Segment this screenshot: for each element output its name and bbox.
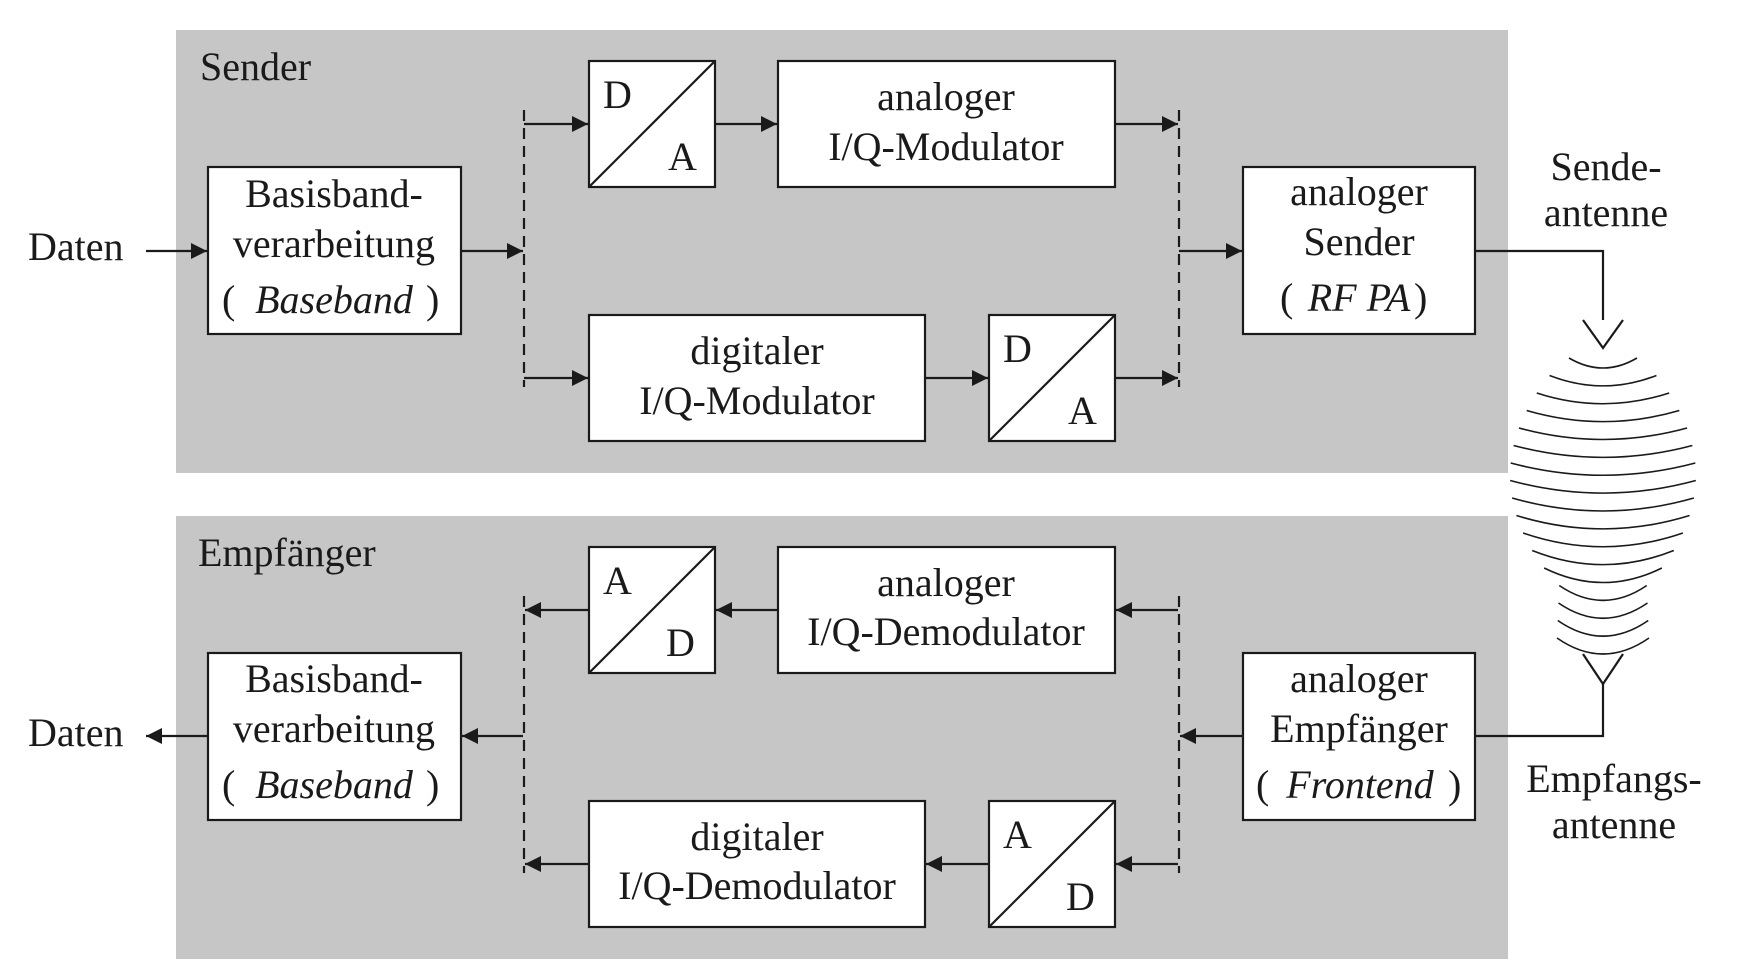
sender-dac-bottom-in: D bbox=[1003, 326, 1032, 371]
sender-wiring bbox=[146, 110, 1624, 387]
sender-rf-block: analoger Sender ( RF PA ) bbox=[1241, 165, 1477, 336]
sender-baseband-line1: Basisband- bbox=[245, 171, 423, 216]
sende-antenne-line2: antenne bbox=[1544, 190, 1668, 235]
receiver-frontend-block: analoger Empfänger ( Frontend ) bbox=[1241, 651, 1477, 822]
sender-analog-mod-line2: I/Q-Modulator bbox=[828, 124, 1064, 169]
sender-baseband-paren-open: ( bbox=[222, 277, 235, 322]
receiver-adc-bottom-out: D bbox=[1066, 874, 1095, 919]
sender-dac-top-in: D bbox=[603, 72, 632, 117]
receiver-digital-demodulator: digitaler I/Q-Demodulator bbox=[587, 799, 927, 929]
receiver-adc-top: A D bbox=[587, 545, 717, 675]
empfangs-antenne-line1: Empfangs- bbox=[1526, 756, 1702, 801]
wave-arc bbox=[1568, 357, 1638, 369]
receiver-section: Empfänger Daten Basisband- verarbeitung … bbox=[28, 516, 1624, 959]
sender-rf-line2: Sender bbox=[1303, 219, 1414, 264]
sender-baseband-block: Basisband- verarbeitung ( Baseband ) bbox=[206, 165, 463, 336]
sender-analog-modulator: analoger I/Q-Modulator bbox=[776, 59, 1117, 189]
receiver-analog-demod-line1: analoger bbox=[877, 560, 1015, 605]
receiver-analog-demodulator: analoger I/Q-Demodulator bbox=[776, 545, 1117, 675]
wave-arc bbox=[1557, 619, 1649, 637]
sender-analog-mod-line1: analoger bbox=[877, 74, 1015, 119]
receiver-analog-demod-line2: I/Q-Demodulator bbox=[807, 609, 1085, 654]
sender-section: Sender Daten Basisband- verarbeitung ( B… bbox=[28, 30, 1624, 473]
receiver-frontend-paren-close: ) bbox=[1448, 762, 1461, 807]
receiver-baseband-line3: Baseband bbox=[255, 762, 414, 807]
wave-arc bbox=[1536, 392, 1670, 405]
sender-dac-bottom-out: A bbox=[1068, 388, 1097, 433]
radio-waves bbox=[1509, 357, 1697, 655]
wave-arc bbox=[1516, 514, 1690, 530]
sender-dac-bottom: D A bbox=[987, 313, 1117, 443]
sender-rf-paren-open: ( bbox=[1280, 275, 1293, 320]
sender-baseband-line2: verarbeitung bbox=[233, 221, 435, 266]
sende-antenne-label: Sende- antenne bbox=[1544, 144, 1668, 235]
wave-arc bbox=[1510, 462, 1696, 477]
sender-dac-top-out: A bbox=[668, 134, 697, 179]
sender-rf-paren-close: ) bbox=[1414, 275, 1427, 320]
receiver-baseband-line1: Basisband- bbox=[245, 656, 423, 701]
receiver-frontend-paren-open: ( bbox=[1256, 762, 1269, 807]
receiver-adc-top-in: A bbox=[603, 558, 632, 603]
wave-arc bbox=[1558, 602, 1648, 619]
receiver-digital-demod-line2: I/Q-Demodulator bbox=[618, 863, 896, 908]
receiver-output-label: Daten bbox=[28, 710, 124, 755]
receiver-baseband-block: Basisband- verarbeitung ( Baseband ) bbox=[206, 651, 463, 822]
receiver-title: Empfänger bbox=[198, 530, 376, 575]
receiver-frontend-line3: Frontend bbox=[1285, 762, 1434, 807]
receiver-frontend-line1: analoger bbox=[1290, 656, 1428, 701]
wave-arc bbox=[1556, 637, 1650, 655]
wave-arc bbox=[1549, 374, 1657, 387]
sender-input-label: Daten bbox=[28, 224, 124, 269]
sender-digital-modulator: digitaler I/Q-Modulator bbox=[587, 313, 927, 443]
sender-rf-line3: RF PA bbox=[1307, 275, 1411, 320]
wave-arc bbox=[1518, 427, 1688, 441]
sender-digital-mod-line1: digitaler bbox=[690, 328, 823, 373]
wave-arc bbox=[1513, 444, 1693, 459]
sender-digital-mod-line2: I/Q-Modulator bbox=[639, 378, 875, 423]
receiver-baseband-paren-open: ( bbox=[222, 762, 235, 807]
receiver-digital-demod-line1: digitaler bbox=[690, 814, 823, 859]
sende-antenne-line1: Sende- bbox=[1550, 144, 1661, 189]
receiver-adc-bottom: A D bbox=[987, 799, 1117, 929]
wave-arc bbox=[1526, 409, 1680, 423]
sender-baseband-paren-close: ) bbox=[426, 277, 439, 322]
wave-arc bbox=[1543, 567, 1663, 584]
receiver-baseband-line2: verarbeitung bbox=[233, 706, 435, 751]
wave-arc bbox=[1522, 532, 1684, 548]
receiver-baseband-paren-close: ) bbox=[426, 762, 439, 807]
sender-title: Sender bbox=[200, 44, 311, 89]
empfangs-antenne-label: Empfangs- antenne bbox=[1526, 756, 1702, 847]
sender-baseband-line3: Baseband bbox=[255, 277, 414, 322]
receiver-frontend-line2: Empfänger bbox=[1270, 706, 1448, 751]
wave-arc bbox=[1509, 479, 1697, 494]
receiver-adc-bottom-in: A bbox=[1003, 812, 1032, 857]
wave-arc bbox=[1558, 584, 1648, 602]
wave-arc bbox=[1531, 549, 1675, 566]
sender-rf-line1: analoger bbox=[1290, 169, 1428, 214]
wave-arc bbox=[1511, 497, 1695, 512]
receiver-adc-top-out: D bbox=[666, 620, 695, 665]
empfangs-antenne-line2: antenne bbox=[1552, 802, 1676, 847]
sender-dac-top: D A bbox=[587, 59, 717, 189]
receiver-wiring bbox=[146, 596, 1624, 873]
